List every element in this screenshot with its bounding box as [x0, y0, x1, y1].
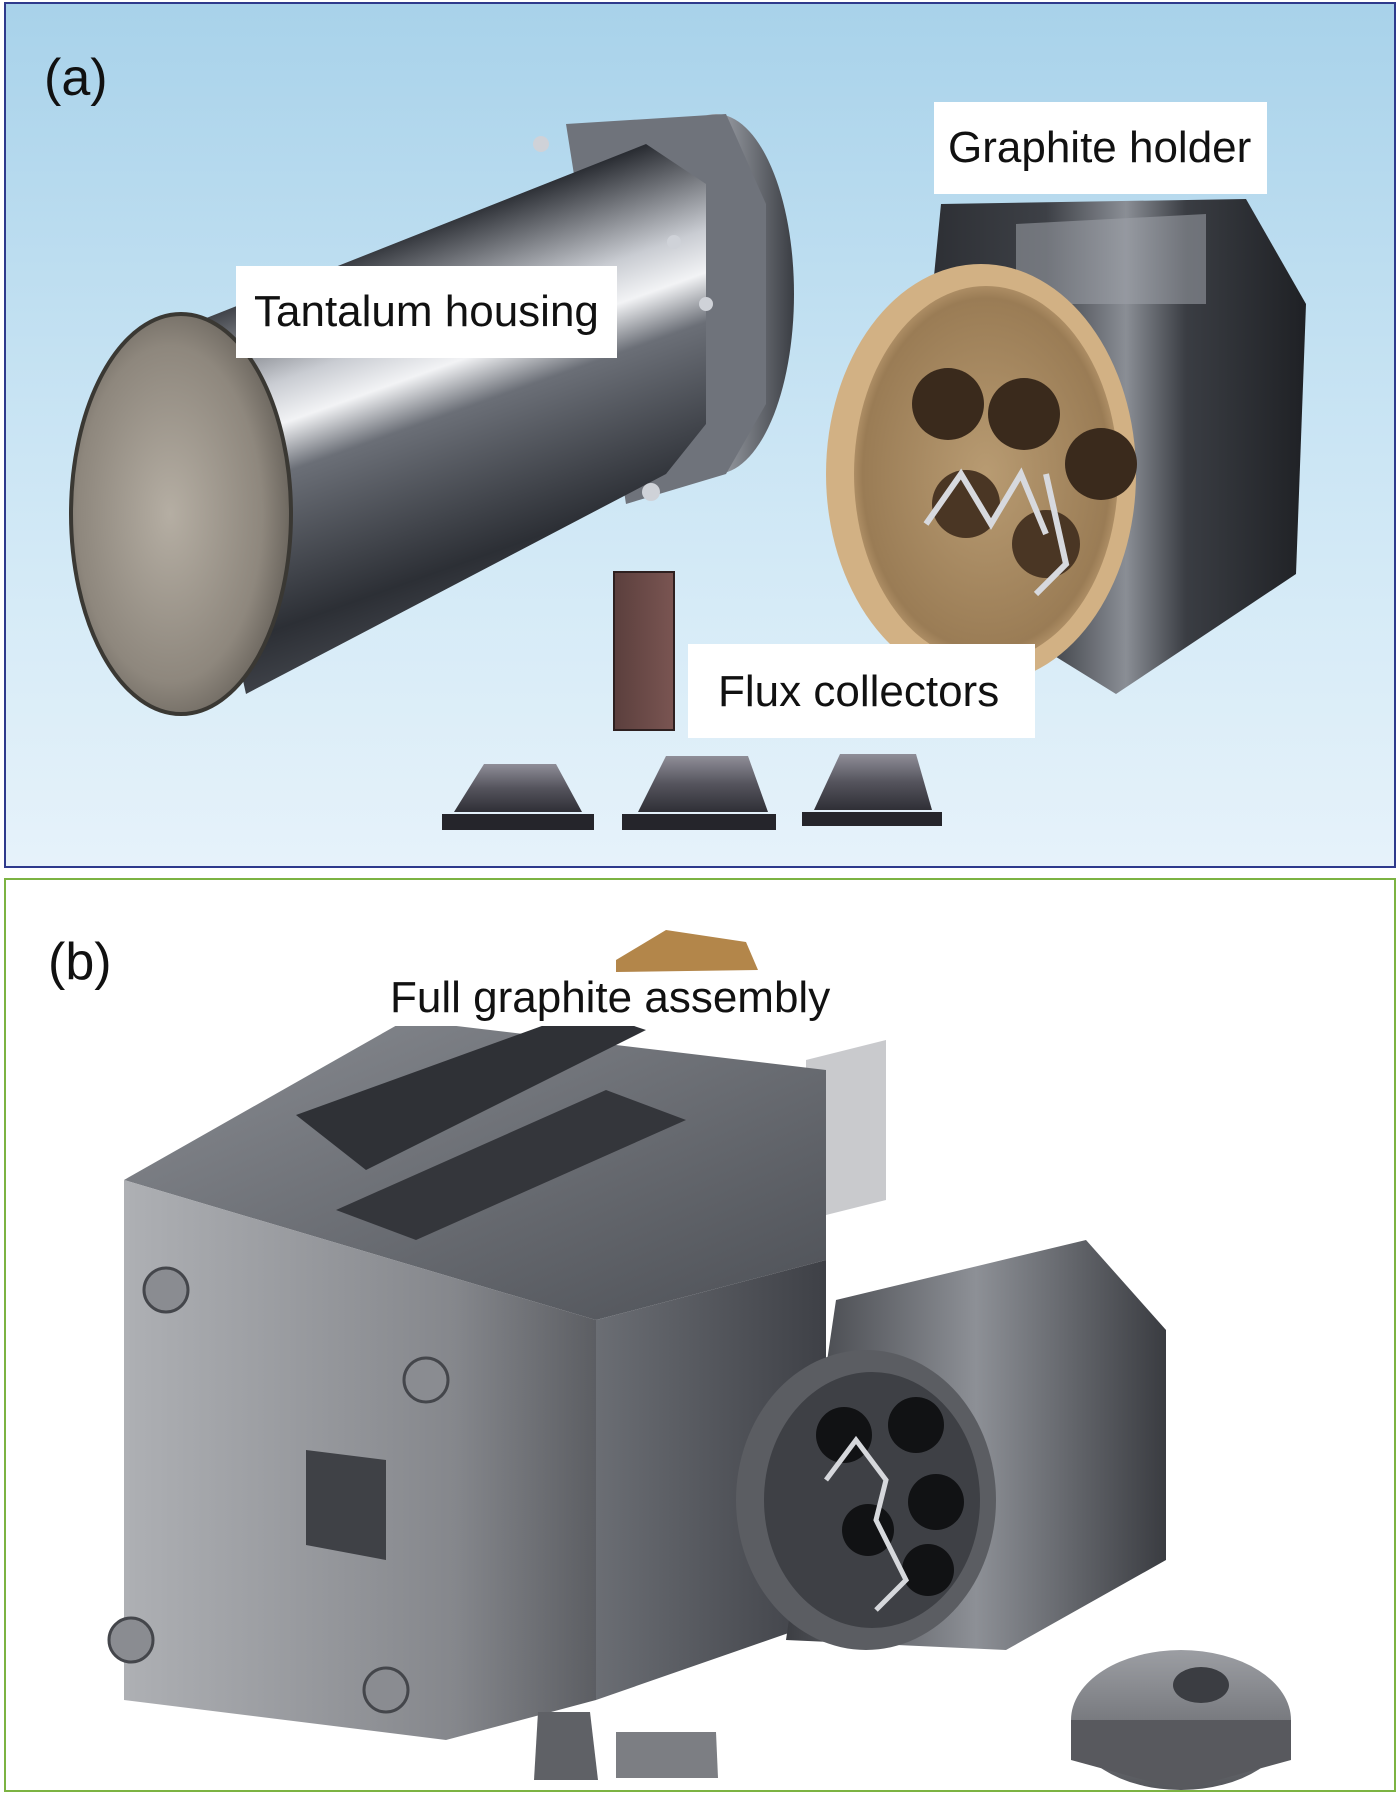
panel-a-letter: (a)	[44, 49, 108, 107]
flux-collectors-b-object	[534, 1712, 718, 1780]
panel-b-photo	[107, 930, 1291, 1790]
panel-a: (a) Tantalum housing Graphite holder Flu…	[4, 2, 1396, 868]
panel-b-letter: (b)	[48, 933, 112, 991]
label-full-graphite-assembly: Full graphite assembly	[378, 972, 843, 1026]
tantalum-housing-object	[69, 114, 794, 716]
graphite-holder-object	[826, 199, 1306, 694]
label-flux-collectors: Flux collectors	[688, 644, 1036, 738]
graphite-holder-b-object	[736, 1240, 1166, 1650]
label-graphite-holder: Graphite holder	[934, 102, 1268, 194]
label-tantalum-housing: Tantalum housing	[236, 266, 617, 358]
panel-b: (b) Full graphite assembly	[4, 878, 1396, 1792]
end-disc-object	[1071, 1650, 1291, 1790]
top-component-object	[616, 930, 758, 972]
full-graphite-assembly-object	[107, 1010, 886, 1740]
flux-collectors-object	[442, 571, 942, 830]
